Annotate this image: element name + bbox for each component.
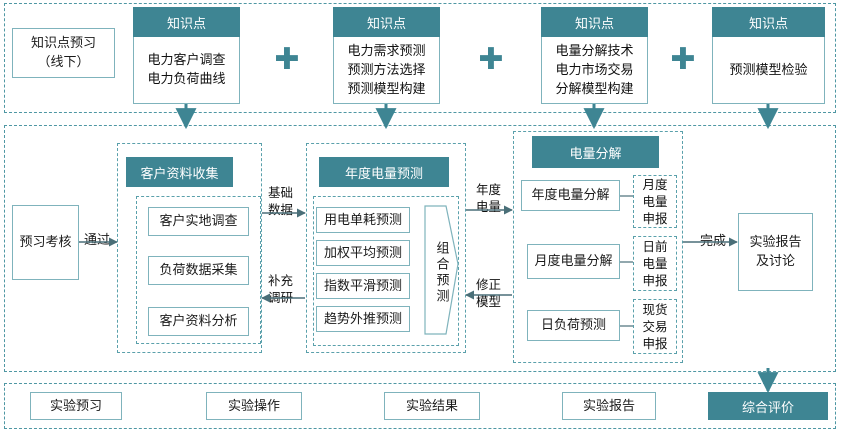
decompose-header: 电量分解: [532, 136, 659, 168]
decompose-item-1: 年度电量分解: [521, 180, 620, 211]
bottom-step-5: 综合评价: [708, 392, 828, 420]
knowledge-1-line-1: 电力客户调查: [147, 53, 226, 68]
forecast-header: 年度电量预测: [319, 157, 449, 187]
knowledge-header-1: 知识点: [133, 7, 240, 37]
knowledge-2-line-3: 预测模型构建: [347, 81, 426, 97]
collect-header: 客户资料收集: [126, 157, 233, 187]
knowledge-3-line-1: 电量分解技术: [555, 43, 634, 59]
bottom-step-1: 实验预习: [30, 392, 122, 420]
report-box: 实验报告 及讨论: [738, 213, 813, 291]
forecast-group: [306, 143, 466, 353]
knowledge-1-line-2: 电力负荷曲线: [147, 72, 226, 87]
knowledge-card-2: 知识点 电力需求预测 预测方法选择 预测模型构建: [333, 7, 440, 104]
plus-icon-3: ✚: [670, 42, 696, 77]
preview-line-1: 知识点预习: [30, 36, 96, 51]
bottom-step-3: 实验结果: [384, 392, 480, 420]
collect-item-3: 客户资料分析: [148, 307, 249, 336]
revise-model-label: 修正 模型: [476, 277, 502, 309]
combined-forecast-shape: [424, 205, 459, 335]
knowledge-section: [4, 3, 836, 113]
declare-box-3: 现货 交易 申报: [633, 299, 677, 354]
knowledge-card-3: 知识点 电量分解技术 电力市场交易 分解模型构建: [541, 7, 648, 104]
knowledge-3-line-2: 电力市场交易: [555, 62, 634, 78]
combined-forecast-label: 组合预测: [433, 240, 449, 305]
collect-item-1: 客户实地调查: [148, 207, 249, 236]
exam-box: 预习考核: [12, 205, 79, 280]
plus-icon-1: ✚: [274, 42, 300, 77]
knowledge-header-3: 知识点: [541, 7, 648, 37]
exam-label: 预习考核: [19, 235, 72, 250]
decompose-item-3: 日负荷预测: [527, 310, 620, 341]
knowledge-header-2: 知识点: [333, 7, 440, 37]
decompose-item-2: 月度电量分解: [527, 244, 620, 279]
bottom-step-4: 实验报告: [562, 392, 656, 420]
forecast-item-2: 加权平均预测: [316, 240, 410, 266]
preview-line-2: （线下）: [37, 55, 90, 70]
evaluation-section: [4, 383, 836, 429]
forecast-items-group: [313, 196, 459, 346]
experiment-section: [4, 125, 836, 372]
knowledge-2-line-1: 电力需求预测: [347, 43, 426, 59]
knowledge-2-line-2: 预测方法选择: [347, 62, 426, 78]
forecast-item-1: 用电单耗预测: [316, 207, 410, 233]
declare-box-1: 月度 电量 申报: [633, 175, 677, 228]
knowledge-4-line-1: 预测模型检验: [729, 62, 808, 78]
declare-box-2: 日前 电量 申报: [633, 236, 677, 291]
plus-icon-2: ✚: [478, 42, 504, 77]
preview-box: 知识点预习 （线下）: [12, 28, 115, 78]
bottom-step-2: 实验操作: [206, 392, 302, 420]
knowledge-3-line-3: 分解模型构建: [555, 81, 634, 97]
forecast-item-4: 趋势外推预测: [316, 306, 410, 332]
knowledge-card-1: 知识点 电力客户调查 电力负荷曲线: [133, 7, 240, 104]
knowledge-card-4: 知识点 预测模型检验: [712, 7, 825, 104]
collect-group: [117, 143, 262, 353]
collect-items-group: [136, 196, 261, 344]
collect-item-2: 负荷数据采集: [148, 256, 249, 285]
decompose-group: [513, 131, 683, 363]
knowledge-header-4: 知识点: [712, 7, 825, 37]
forecast-item-3: 指数平滑预测: [316, 273, 410, 299]
pass-label: 通过: [84, 233, 111, 248]
